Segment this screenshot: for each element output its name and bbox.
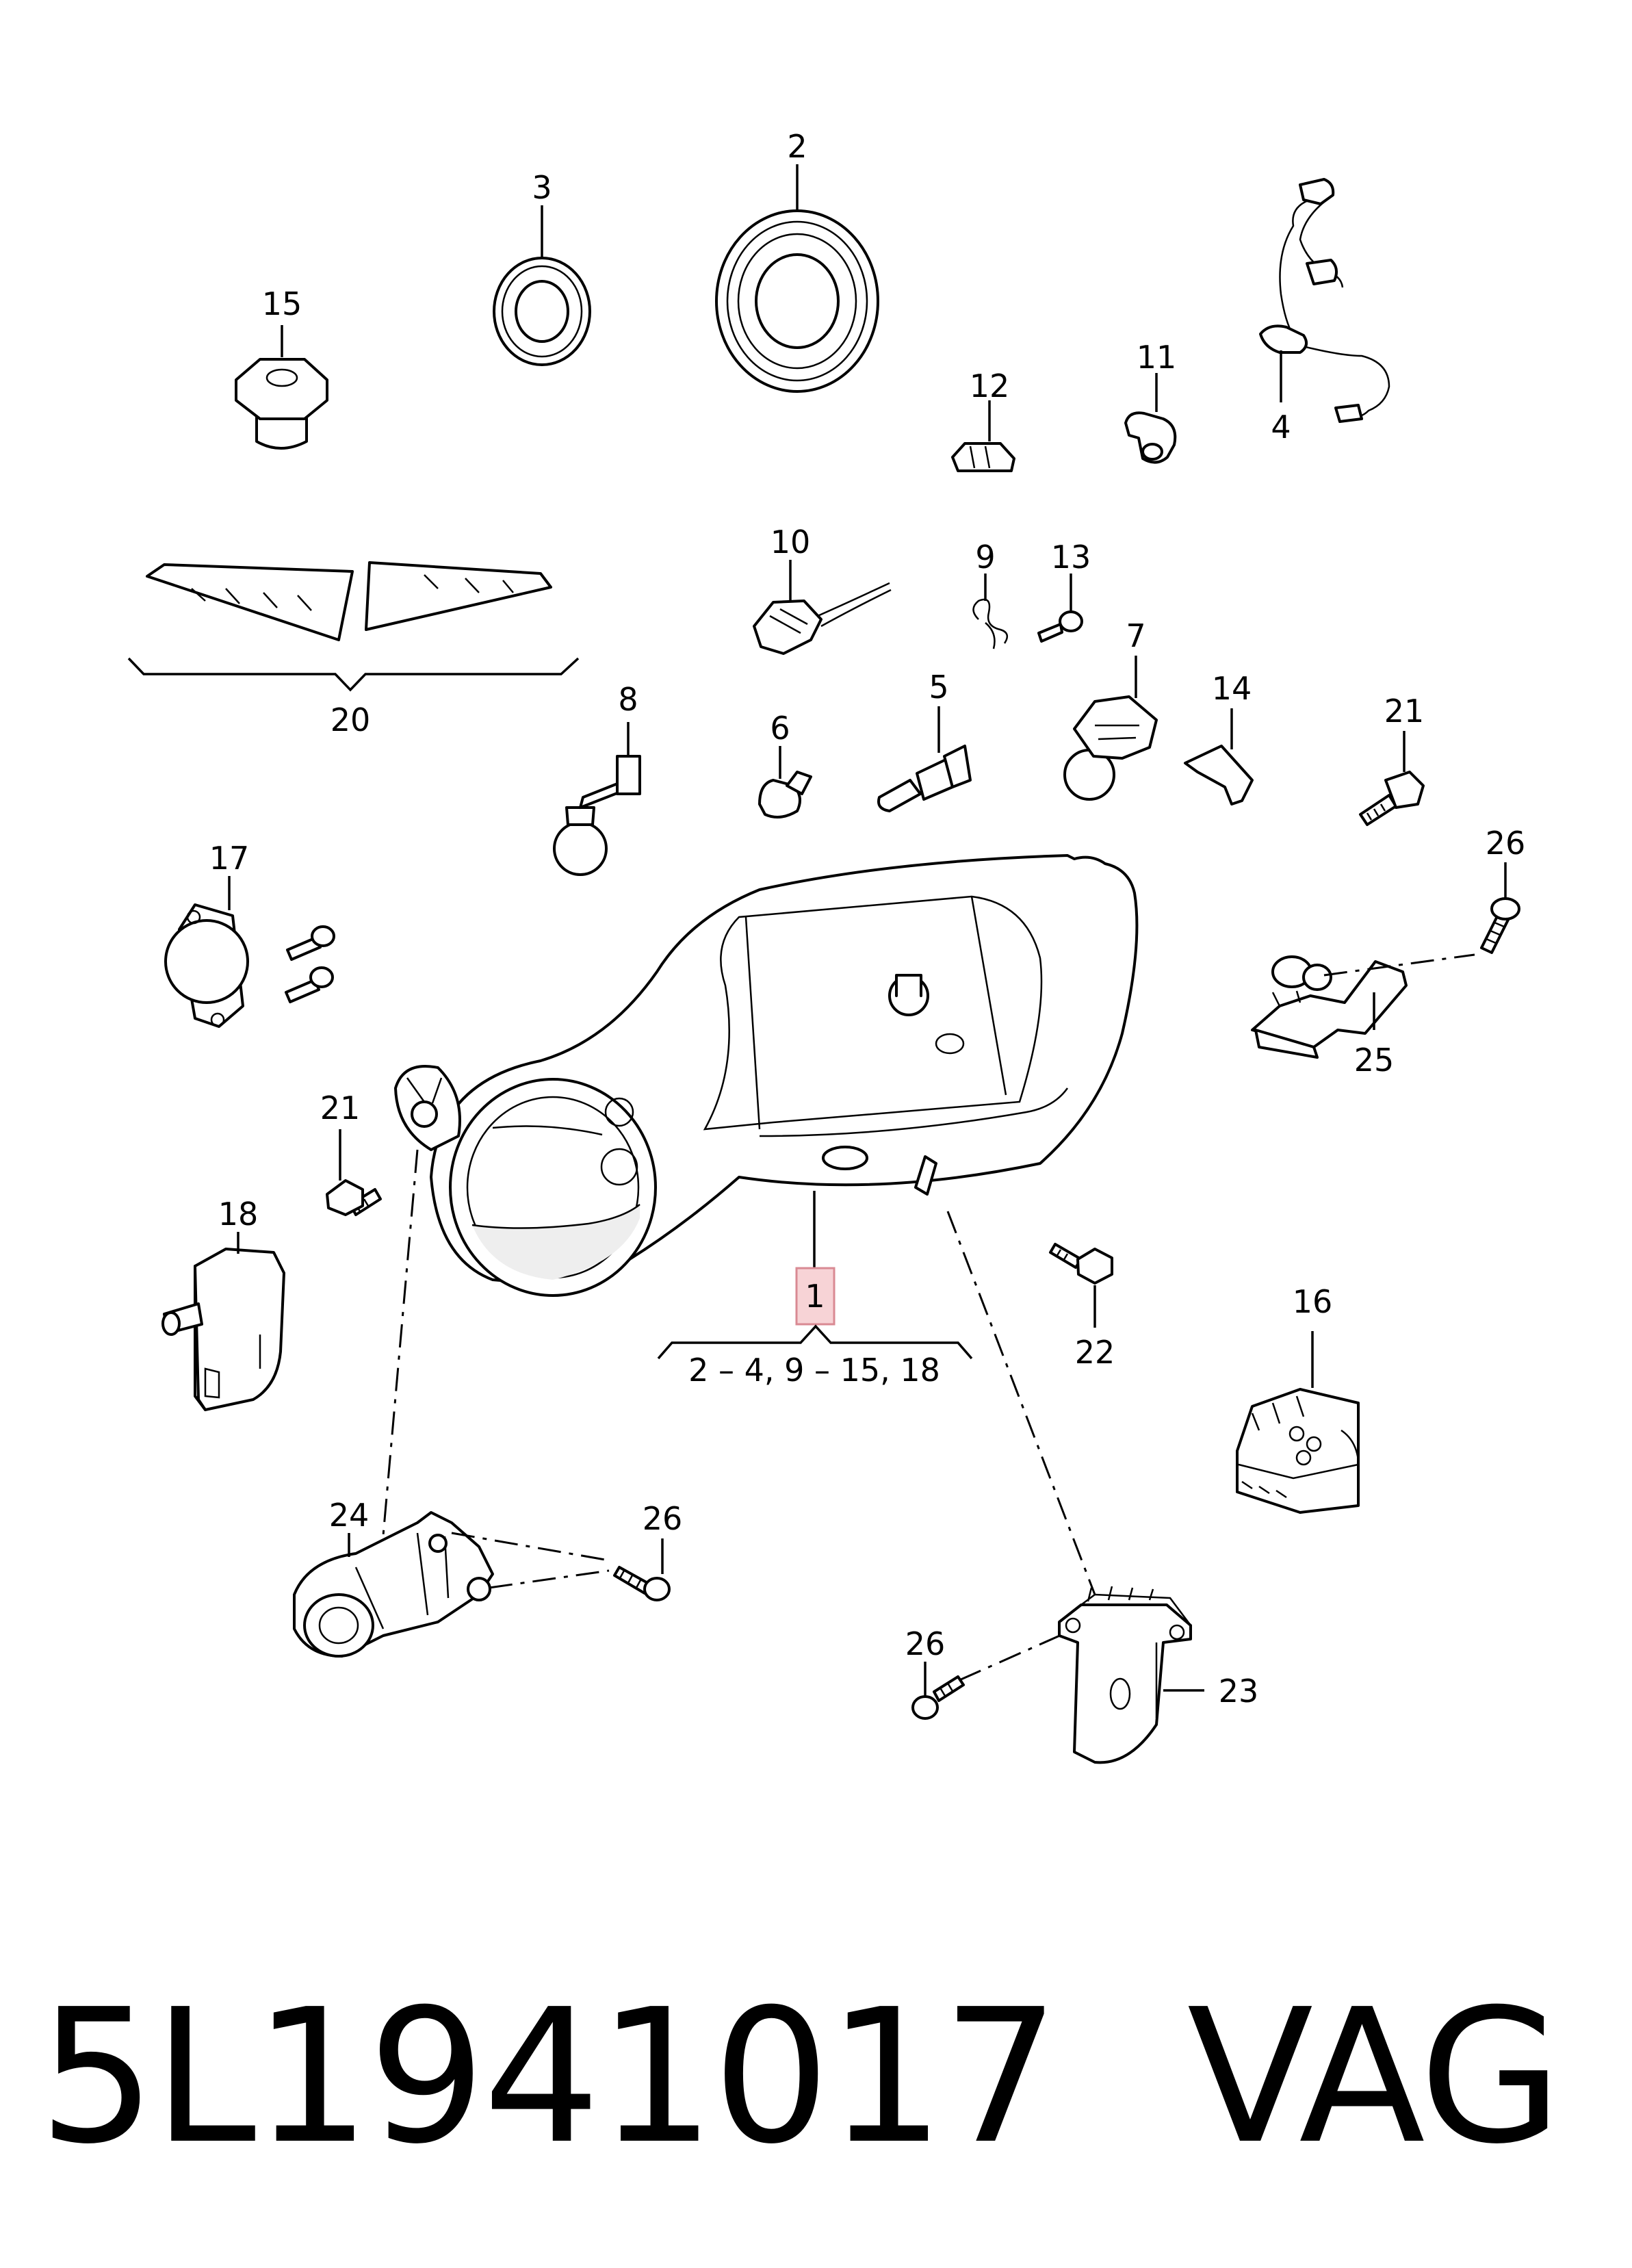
callout-23: 23 [1219, 1673, 1259, 1710]
part-21-bolt-top [1359, 771, 1425, 826]
bracket-1 [657, 1324, 973, 1360]
assembly-line-23 [946, 1211, 1096, 1595]
group-note-1: 2 – 4, 9 – 15, 18 [688, 1352, 940, 1389]
callout-2: 2 [787, 128, 807, 165]
callout-6: 6 [770, 710, 790, 747]
part-4-wiring-harness [1259, 178, 1390, 423]
callout-15: 15 [262, 285, 302, 322]
part-1-headlight-housing [394, 854, 1139, 1297]
callout-24: 24 [329, 1497, 370, 1534]
part-22-bolt [1049, 1243, 1113, 1285]
part-11-elbow [1124, 411, 1177, 464]
part-13-screw [1037, 610, 1083, 643]
part-20-lens-strips [146, 561, 552, 641]
callout-4: 4 [1271, 409, 1291, 446]
part-number-footer: 5L1941017 VAG [38, 1969, 1563, 2185]
callout-25: 25 [1354, 1042, 1395, 1079]
callout-26-middle: 26 [643, 1500, 683, 1537]
part-7-bulb-holder [1063, 695, 1158, 801]
callout-13: 13 [1051, 539, 1091, 576]
assembly-line-26-left-b [489, 1569, 610, 1589]
exploded-parts-diagram: 15 3 2 12 11 4 [127, 128, 1526, 1764]
callout-26-right: 26 [1486, 825, 1526, 862]
callout-26-bottom: 26 [905, 1625, 946, 1662]
part-23-bracket [1058, 1586, 1192, 1764]
part-number: 5L1941017 [38, 1969, 1060, 2185]
callout-3: 3 [532, 169, 552, 206]
part-26-screw-middle [613, 1566, 671, 1601]
part-16-control-module [1236, 1388, 1360, 1514]
part-10-bulb-holder [753, 582, 892, 655]
part-3-grommet [493, 257, 591, 366]
part-14-clip [1184, 745, 1254, 806]
callout-7: 7 [1126, 617, 1145, 654]
brand-name: VAG [1187, 1969, 1563, 2185]
part-26-screw-bottom [911, 1675, 965, 1720]
callout-10: 10 [770, 524, 811, 560]
callout-1-highlight [795, 1267, 836, 1326]
part-8-bulb [553, 755, 641, 876]
callout-21-left: 21 [320, 1090, 361, 1126]
callout-20: 20 [331, 701, 371, 738]
callout-16: 16 [1293, 1283, 1333, 1320]
part-2-cap [715, 209, 879, 393]
callout-17: 17 [209, 840, 250, 877]
callout-11: 11 [1137, 339, 1177, 376]
callout-14: 14 [1212, 670, 1252, 707]
part-12-clip [951, 442, 1015, 472]
assembly-line-24 [378, 1149, 419, 1575]
callout-22: 22 [1075, 1334, 1115, 1371]
part-6-wedge-bulb [758, 771, 812, 819]
part-25-bracket [1251, 955, 1408, 1059]
callout-8: 8 [618, 681, 638, 718]
callout-21-top: 21 [1384, 693, 1425, 730]
assembly-line-25 [1323, 953, 1475, 977]
callout-1: 1 [805, 1278, 825, 1315]
part-21-bolt-left [326, 1179, 382, 1216]
callout-12: 12 [970, 368, 1010, 404]
part-17-cover-cap [164, 903, 335, 1028]
assembly-line-26-left-a [451, 1532, 610, 1562]
part-18-actuator [161, 1248, 285, 1411]
callout-9: 9 [975, 539, 995, 576]
part-24-bracket [293, 1511, 494, 1658]
part-26-screw-right [1480, 897, 1520, 954]
callout-18: 18 [218, 1196, 259, 1233]
callout-5: 5 [929, 669, 948, 706]
part-5-bulb [877, 745, 972, 812]
assembly-line-26-bottom [959, 1631, 1068, 1681]
bracket-20 [127, 657, 580, 692]
part-15-nut [235, 358, 328, 450]
part-9-spring-clip [972, 598, 1009, 649]
